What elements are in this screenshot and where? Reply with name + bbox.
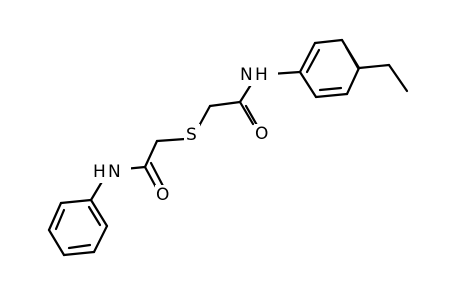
bond-amide2-co-b [149, 161, 165, 188]
bond-ring2-c [47, 228, 66, 257]
bond-ring2-b [47, 201, 63, 232]
bond-ring1-e [313, 38, 344, 45]
bond-group [47, 38, 409, 257]
atom-label-o-lower: O [156, 185, 169, 205]
bond-amide1-n-c [238, 81, 254, 104]
bond-ring1-b [314, 92, 349, 99]
bond-ethyl-ch3 [387, 63, 409, 93]
bond-ring1-a [345, 66, 361, 96]
bond-ring1-inner-2 [305, 48, 321, 74]
bond-s-upper [197, 104, 212, 128]
bond-ring2-inner-2 [67, 243, 92, 250]
atom-label-s: S [186, 125, 197, 145]
label-bg-nh-phenyl [91, 161, 131, 183]
bond-ring2-a [59, 198, 93, 205]
bond-n-phenyl [89, 178, 105, 202]
atom-label-h-aryl: H [255, 65, 268, 85]
bond-amide2-c [143, 139, 159, 169]
bond-ring1-inner-3 [344, 45, 360, 70]
bond-ring2-d [62, 250, 96, 257]
bond-ring1-d [298, 41, 317, 74]
bond-amide1-co-b [244, 104, 260, 129]
bond-ethyl-ch2 [357, 63, 391, 70]
label-bg-o-lower [155, 185, 171, 205]
bond-ring2-inner-1 [54, 208, 66, 231]
bond-ring1-inner-1 [318, 86, 343, 92]
atom-label-h-phenyl: H [93, 162, 106, 182]
bond-ring2-e [92, 224, 109, 254]
label-bg-nh-aryl [238, 64, 278, 86]
bond-ring1-c [298, 70, 318, 99]
bond-amide1-co-a [238, 100, 255, 126]
atom-labels: N H O S H N O [91, 64, 278, 205]
bond-ch2-upper [208, 100, 242, 108]
label-bg-s [184, 124, 200, 146]
atom-label-n-phenyl: N [108, 162, 121, 182]
bond-ring2-f [89, 198, 109, 228]
atom-label-n-aryl: N [240, 65, 253, 85]
bond-s-lower [155, 137, 187, 143]
bond-ring2-inner-3 [87, 205, 102, 227]
label-bg-o-upper [254, 124, 270, 144]
atom-label-o-upper: O [255, 124, 268, 144]
